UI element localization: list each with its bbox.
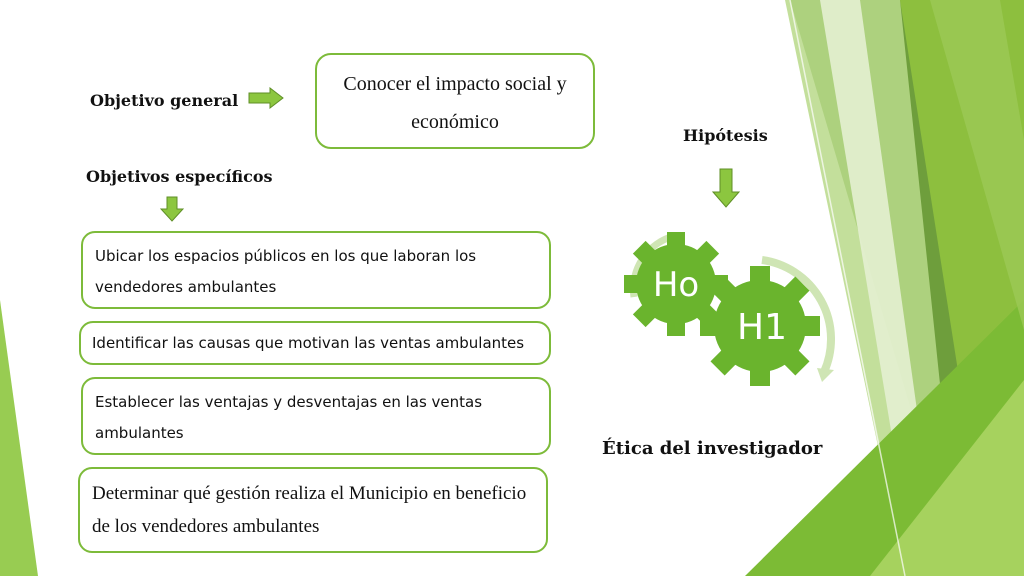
cycle-arrow-icon — [761, 256, 835, 374]
hipotesis-label: Hipótesis — [683, 126, 768, 145]
objetivo-especifico-4: Determinar qué gestión realiza el Munici… — [78, 467, 548, 553]
gear-ho-icon: Ho — [624, 232, 728, 336]
etica-label: Ética del investigador — [602, 438, 823, 459]
down-arrow-icon — [712, 168, 740, 208]
objetivo-general-label: Objetivo general — [90, 91, 239, 110]
objetivo-especifico-2: Identificar las causas que motivan las v… — [79, 321, 551, 365]
objetivo-general-box: Conocer el impacto social y económico — [315, 53, 595, 149]
objetivo-especifico-3: Establecer las ventajas y desventajas en… — [81, 377, 551, 455]
gear-h1-label: H1 — [737, 307, 787, 348]
gear-h1-icon: H1 — [700, 266, 820, 386]
objetivos-especificos-label: Objetivos específicos — [86, 167, 273, 186]
gear-ho-label: Ho — [653, 265, 699, 305]
objetivo-general-text: Conocer el impacto social y económico — [343, 73, 567, 133]
right-arrow-icon — [248, 87, 284, 109]
objetivo-especifico-1: Ubicar los espacios públicos en los que … — [81, 231, 551, 309]
down-arrow-icon — [160, 196, 184, 222]
hypothesis-gears-diagram: Ho H1 — [624, 232, 835, 386]
